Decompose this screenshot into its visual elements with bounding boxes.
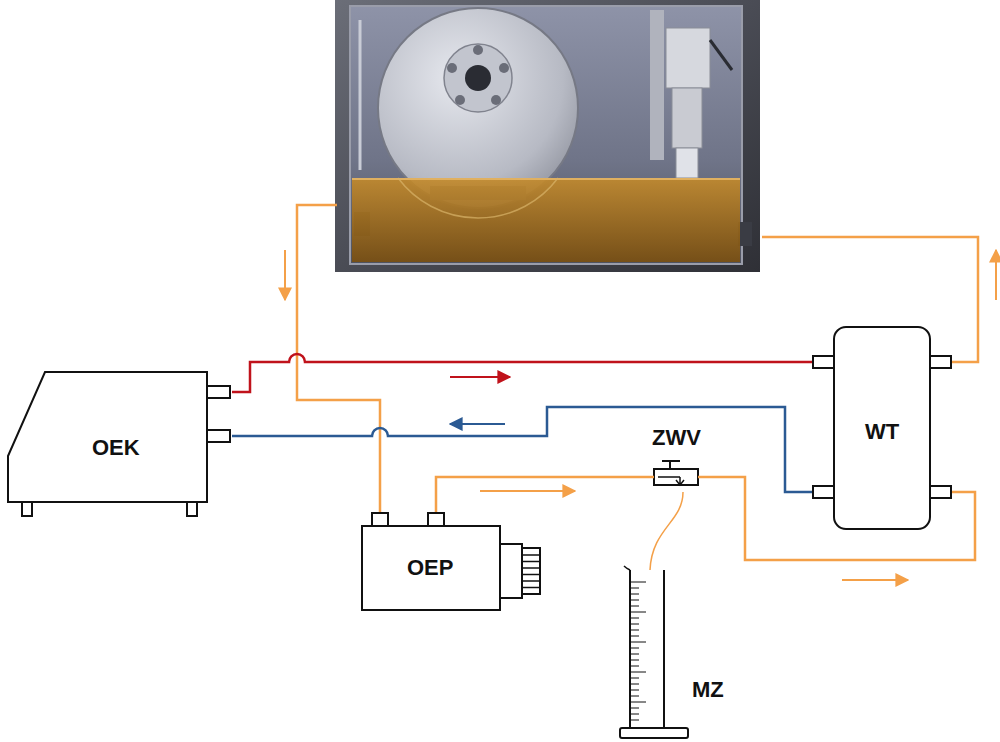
- blue-pipe: [232, 407, 812, 492]
- oil-pump: OEP: [362, 512, 542, 612]
- flow-arrow: [842, 579, 908, 581]
- pipe-line: [650, 492, 683, 570]
- node-label: ZWV: [652, 426, 701, 450]
- orange-pipe: [436, 477, 640, 512]
- node-label: OEK: [92, 436, 140, 460]
- node-label: MZ: [692, 678, 724, 702]
- flow-arrow: [480, 490, 575, 492]
- pipe-line: [232, 407, 812, 492]
- orange-pipe: [650, 492, 683, 570]
- node-label: WT: [865, 420, 899, 444]
- flow-arrow: [995, 250, 997, 300]
- red-pipe: [232, 354, 812, 392]
- flow-arrow: [284, 250, 286, 300]
- photo-frame: [335, 0, 760, 272]
- cooling-unit: OEK: [8, 368, 232, 520]
- three-way-valve: ZWV: [640, 424, 712, 492]
- pipe-line: [232, 354, 812, 392]
- measuring-head: [650, 10, 732, 178]
- node-label: OEP: [407, 556, 453, 580]
- flow-arrow: [450, 423, 505, 425]
- mz-symbol: [618, 570, 744, 742]
- heat-exchanger: WT: [812, 325, 952, 531]
- measuring-cylinder: MZ: [618, 570, 744, 742]
- pipe-line: [436, 477, 640, 512]
- flow-arrow: [450, 376, 510, 378]
- oil-pipe: [297, 205, 380, 512]
- oil-bath: [352, 178, 740, 262]
